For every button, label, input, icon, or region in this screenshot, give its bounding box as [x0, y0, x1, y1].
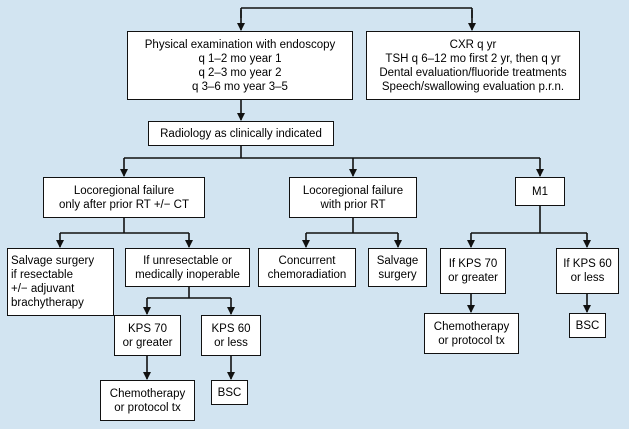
- bsc-label: BSC: [217, 386, 242, 399]
- kps70-line-2: or greater: [122, 336, 173, 349]
- m1-kps60-line-1: If KPS 60: [563, 258, 612, 270]
- concurrent-line-1: Concurrent: [278, 254, 336, 267]
- concurrent-chemoradiation-box: Concurrent chemoradiation: [258, 248, 356, 287]
- concurrent-line-2: chemoradiation: [267, 268, 347, 281]
- unresectable-line-2: medically inoperable: [135, 268, 240, 281]
- m1-chemotherapy-box: Chemotherapy or protocol tx: [424, 313, 519, 354]
- salvage-resect-line-2: if resectable: [11, 269, 74, 281]
- kps60-line-1: KPS 60: [211, 322, 251, 335]
- kps70-line-1: KPS 70: [128, 322, 167, 335]
- bsc-box: BSC: [211, 380, 248, 405]
- m1-kps60-line-2: or less: [570, 272, 605, 284]
- m1-chemo-line-2: or protocol tx: [438, 334, 505, 347]
- locoregional-failure-rt-box: Locoregional failure with prior RT: [289, 177, 417, 218]
- cxr-line-4: Speech/swallowing evaluation p.r.n.: [381, 80, 565, 93]
- chemo-line-1: Chemotherapy: [109, 387, 186, 400]
- m1-box: M1: [515, 177, 565, 206]
- m1-kps60-box: If KPS 60 or less: [556, 248, 619, 294]
- salvage-surgery-line-2: surgery: [378, 268, 417, 281]
- radiology-box: Radiology as clinically indicated: [148, 121, 334, 146]
- cxr-line-3: Dental evaluation/fluoride treatments: [379, 66, 567, 79]
- m1-bsc-box: BSC: [569, 313, 606, 338]
- radiology-label: Radiology as clinically indicated: [160, 127, 322, 140]
- exam-line-1: Physical examination with endoscopy: [144, 38, 336, 51]
- m1-kps70-line-2: or greater: [448, 272, 498, 284]
- m1-kps70-line-1: If KPS 70: [448, 258, 498, 270]
- exam-box: Physical examination with endoscopy q 1–…: [127, 31, 353, 100]
- m1-bsc-label: BSC: [575, 319, 600, 332]
- exam-line-4: q 3–6 mo year 3–5: [192, 80, 288, 93]
- loco-rt-line-1: Locoregional failure: [302, 184, 404, 197]
- exam-line-3: q 2–3 mo year 2: [198, 66, 282, 79]
- loco-ct-line-1: Locoregional failure: [73, 184, 175, 197]
- exam-line-2: q 1–2 mo year 1: [198, 52, 282, 65]
- kps60-line-2: or less: [214, 336, 248, 349]
- kps70-box: KPS 70 or greater: [114, 315, 181, 356]
- kps60-box: KPS 60 or less: [201, 315, 261, 356]
- unresectable-box: If unresectable or medically inoperable: [125, 248, 250, 287]
- m1-label: M1: [532, 185, 548, 198]
- salvage-surgery-line-1: Salvage: [376, 254, 419, 267]
- cxr-line-2: TSH q 6–12 mo first 2 yr, then q yr: [385, 52, 561, 65]
- salvage-resect-line-4: brachytherapy: [11, 297, 84, 309]
- unresectable-line-1: If unresectable or: [143, 254, 232, 267]
- loco-ct-line-2: only after prior RT +/− CT: [59, 198, 189, 211]
- chemotherapy-box: Chemotherapy or protocol tx: [100, 380, 195, 421]
- salvage-resect-line-1: Salvage surgery: [11, 255, 95, 267]
- m1-chemo-line-1: Chemotherapy: [433, 320, 510, 333]
- salvage-surgery-resectable-box: Salvage surgery if resectable +/− adjuva…: [7, 248, 114, 316]
- cxr-line-1: CXR q yr: [449, 38, 497, 51]
- m1-kps70-box: If KPS 70 or greater: [440, 248, 506, 294]
- cxr-box: CXR q yr TSH q 6–12 mo first 2 yr, then …: [366, 31, 580, 100]
- chemo-line-2: or protocol tx: [114, 401, 181, 414]
- locoregional-failure-ct-box: Locoregional failure only after prior RT…: [43, 177, 205, 218]
- loco-rt-line-2: with prior RT: [320, 198, 386, 211]
- salvage-surgery-box: Salvage surgery: [368, 248, 427, 287]
- salvage-resect-line-3: +/− adjuvant: [11, 283, 75, 295]
